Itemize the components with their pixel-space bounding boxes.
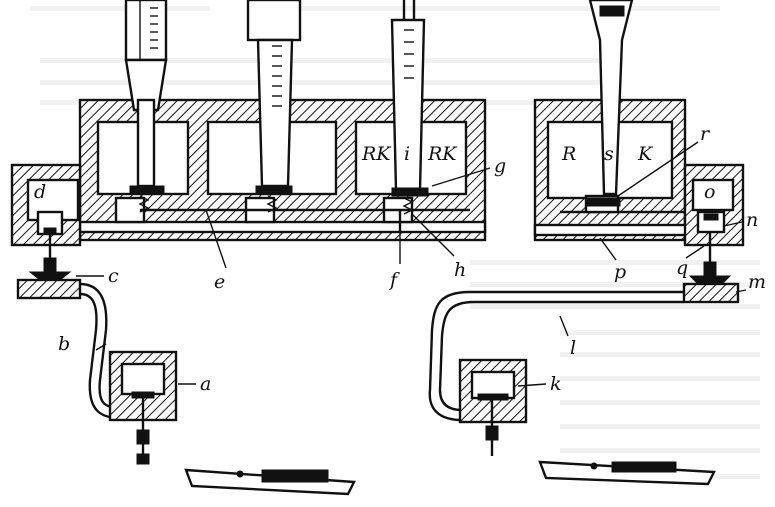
part-labels: d c b a e f h g RK i RK R s K r o n p q … — [34, 123, 766, 395]
label-m: m — [748, 271, 766, 293]
label-r: r — [700, 123, 711, 145]
valves-left — [129, 185, 429, 215]
background-bleed — [30, 6, 760, 479]
label-p: p — [614, 261, 626, 283]
label-k: k — [550, 373, 562, 395]
label-d: d — [34, 181, 46, 203]
label-n: n — [746, 209, 758, 231]
leader-lines — [76, 141, 747, 387]
label-o: o — [704, 181, 715, 203]
label-R: R — [561, 143, 576, 165]
right-pneumatic-line — [428, 232, 740, 422]
label-K: K — [637, 143, 654, 165]
key-lever-right — [538, 460, 716, 486]
label-f: f — [388, 269, 400, 291]
label-i: i — [404, 143, 410, 165]
motor-a — [108, 350, 178, 465]
label-c: c — [108, 265, 119, 287]
label-l: l — [570, 337, 576, 359]
label-s: s — [604, 143, 614, 165]
label-a: a — [200, 373, 211, 395]
label-RK1: RK — [361, 143, 392, 165]
label-b: b — [58, 333, 70, 355]
end-box-o — [683, 163, 745, 247]
right-windchest — [533, 0, 717, 242]
key-lever-left — [184, 468, 356, 496]
label-RK2: RK — [427, 143, 458, 165]
motor-k — [458, 358, 528, 456]
end-box-d — [10, 163, 82, 247]
label-g: g — [494, 155, 506, 177]
label-h: h — [454, 259, 466, 281]
label-q: q — [676, 257, 688, 279]
label-e: e — [214, 271, 225, 293]
